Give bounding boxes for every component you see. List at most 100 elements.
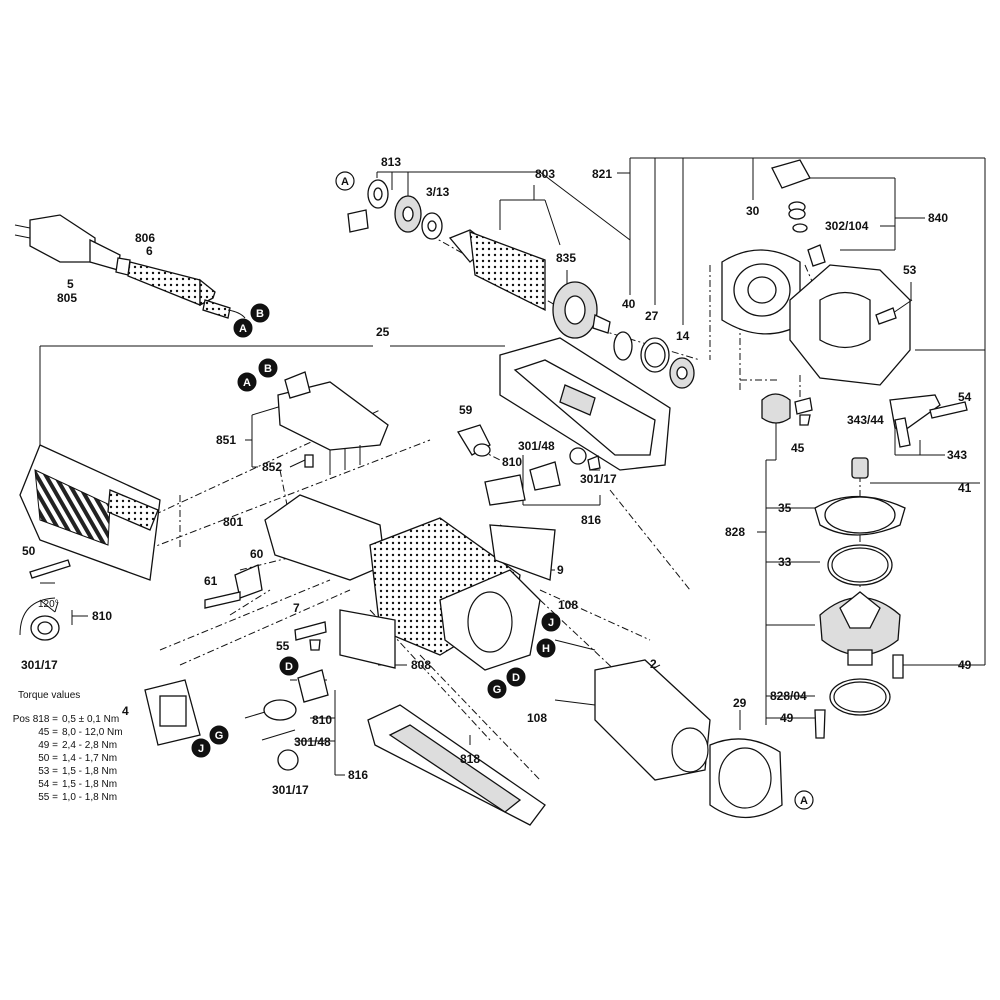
label-50: 50 — [22, 544, 36, 558]
switch-unit-851 — [277, 371, 389, 475]
torque-val-2: 2,4 - 2,8 Nm — [62, 740, 117, 751]
callout-A-switch: A — [237, 372, 257, 392]
brush-holders-bottom — [244, 669, 329, 771]
label-30: 30 — [746, 204, 760, 218]
label-41: 41 — [958, 481, 972, 495]
svg-text:G: G — [215, 730, 224, 742]
spindle-lock — [761, 393, 968, 448]
svg-text:J: J — [198, 743, 204, 755]
part-labels: 813 803 821 3/13 835 30 302/104 840 806 … — [21, 155, 972, 797]
label-806: 806 — [135, 231, 155, 245]
torque-values-table: Torque values Pos 818 = 0,5 ± 0,1 Nm 45 … — [13, 690, 123, 803]
callout-A-cable: A — [233, 318, 253, 338]
label-7: 7 — [293, 601, 300, 615]
torque-pos-5: 54 = — [38, 779, 58, 790]
torque-pos-1: 45 = — [38, 727, 58, 738]
svg-text:D: D — [512, 672, 520, 684]
bottom-grip-818 — [367, 704, 546, 826]
svg-text:B: B — [256, 308, 264, 320]
label-301-17-top: 301/17 — [580, 472, 617, 486]
label-343-44: 343/44 — [847, 413, 884, 427]
label-6: 6 — [146, 244, 153, 258]
torque-pos-4: 53 = — [38, 766, 58, 777]
leader-lines — [39, 157, 986, 776]
label-810-left: 810 — [92, 609, 112, 623]
switch-4 — [144, 679, 201, 746]
torque-val-1: 8,0 - 12,0 Nm — [62, 727, 123, 738]
label-852: 852 — [262, 460, 282, 474]
svg-text:A: A — [243, 377, 251, 389]
label-27: 27 — [645, 309, 659, 323]
callout-G-left: G — [209, 725, 229, 745]
rings-bearings — [613, 331, 695, 389]
motor-body-801 — [264, 494, 556, 671]
label-45: 45 — [791, 441, 805, 455]
label-40: 40 — [622, 297, 636, 311]
power-plug — [14, 214, 121, 271]
torque-val-0: 0,5 ± 0,1 Nm — [62, 714, 119, 725]
label-14: 14 — [676, 329, 690, 343]
rear-cover — [19, 444, 161, 581]
callout-D-right: D — [506, 667, 526, 687]
label-816-top: 816 — [581, 513, 601, 527]
label-828-04: 828/04 — [770, 689, 807, 703]
callout-A-top: A — [335, 171, 355, 191]
field-coil-2 — [554, 639, 711, 781]
label-25: 25 — [376, 325, 390, 339]
label-53: 53 — [903, 263, 917, 277]
callout-D-left: D — [279, 656, 299, 676]
label-301-48-top: 301/48 — [518, 439, 555, 453]
svg-text:H: H — [542, 643, 550, 655]
torque-pos-2: 49 = — [38, 740, 58, 751]
front-ring-29 — [709, 738, 783, 819]
cable-sleeve — [115, 257, 246, 319]
label-808: 808 — [411, 658, 431, 672]
label-818: 818 — [460, 752, 480, 766]
torque-pos-3: 50 = — [38, 753, 58, 764]
callout-J-right: J — [541, 612, 561, 632]
callout-J-left: J — [191, 738, 211, 758]
svg-text:A: A — [800, 795, 808, 807]
label-angle: 120° — [38, 599, 59, 610]
label-803: 803 — [535, 167, 555, 181]
label-821: 821 — [592, 167, 612, 181]
brush-holders-top — [457, 424, 601, 506]
torque-title: Torque values — [18, 690, 80, 701]
label-59: 59 — [459, 403, 473, 417]
gear-head-housing — [721, 159, 913, 386]
label-54: 54 — [958, 390, 972, 404]
label-828: 828 — [725, 525, 745, 539]
label-9: 9 — [557, 563, 564, 577]
label-302104: 302/104 — [825, 219, 869, 233]
svg-text:A: A — [239, 323, 247, 335]
torque-val-3: 1,4 - 1,7 Nm — [62, 753, 117, 764]
svg-text:G: G — [493, 684, 502, 696]
callout-B-cable: B — [250, 303, 270, 323]
svg-text:A: A — [341, 176, 349, 188]
armature-rotor — [347, 179, 611, 339]
small-parts-left — [204, 564, 396, 669]
label-60: 60 — [250, 547, 264, 561]
label-4: 4 — [122, 704, 129, 718]
label-813: 813 — [381, 155, 401, 169]
label-805: 805 — [57, 291, 77, 305]
label-301-48-bottom: 301/48 — [294, 735, 331, 749]
label-35: 35 — [778, 501, 792, 515]
callout-H: H — [536, 638, 556, 658]
svg-text:B: B — [264, 363, 272, 375]
torque-val-4: 1,5 - 1,8 Nm — [62, 766, 117, 777]
torque-val-6: 1,0 - 1,8 Nm — [62, 792, 117, 803]
torque-pos-0: Pos 818 = — [13, 714, 58, 725]
screw-50 — [29, 559, 71, 579]
label-61: 61 — [204, 574, 218, 588]
label-5: 5 — [67, 277, 74, 291]
label-49-lower: 49 — [780, 711, 794, 725]
label-810-top: 810 — [502, 455, 522, 469]
callout-B-switch: B — [258, 358, 278, 378]
label-851: 851 — [216, 433, 236, 447]
label-801: 801 — [223, 515, 243, 529]
label-835: 835 — [556, 251, 576, 265]
label-2: 2 — [650, 657, 657, 671]
upper-housing — [499, 337, 671, 471]
label-840: 840 — [928, 211, 948, 225]
